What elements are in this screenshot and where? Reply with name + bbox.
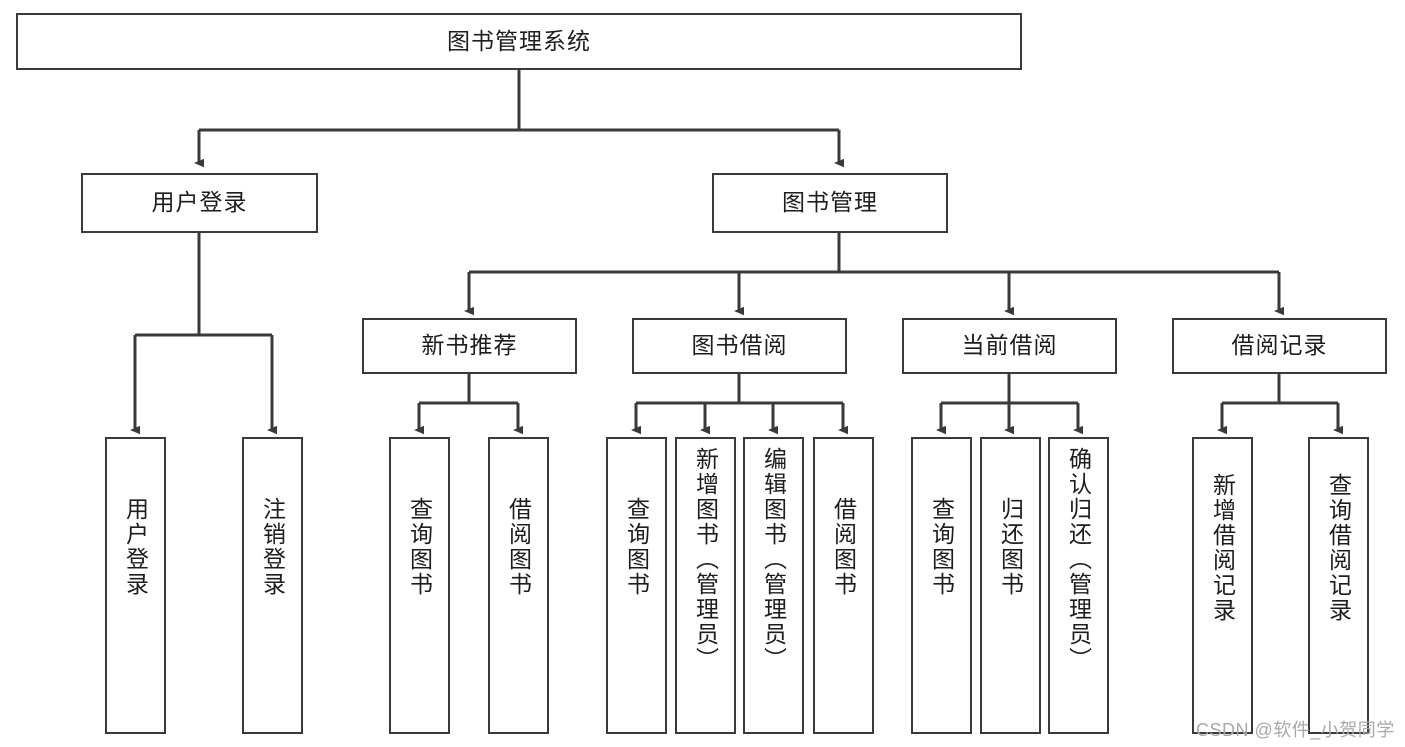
leaf-add-borrow-record[interactable]: 新增借阅记录 <box>1192 437 1253 734</box>
node-label: 新增图书（管理员） <box>692 447 719 672</box>
leaf-add-book-admin[interactable]: 新增图书（管理员） <box>675 437 736 734</box>
leaf-edit-book-admin[interactable]: 编辑图书（管理员） <box>743 437 804 734</box>
node-label: 图书管理 <box>782 189 878 216</box>
node-label: 借阅记录 <box>1231 332 1328 359</box>
node-label: 新增借阅记录 <box>1209 473 1236 623</box>
node-book-borrow[interactable]: 图书借阅 <box>632 318 847 374</box>
leaf-query-book-current[interactable]: 查询图书 <box>911 437 972 734</box>
csdn-watermark: CSDN @软件_小贺同学 <box>1196 720 1395 740</box>
node-root-book-management-system[interactable]: 图书管理系统 <box>16 13 1022 70</box>
node-label: 图书借阅 <box>691 332 788 359</box>
leaf-borrow-book-recommend[interactable]: 借阅图书 <box>488 437 549 734</box>
node-label: 用户登录 <box>122 497 149 597</box>
node-label: 查询图书 <box>928 497 955 597</box>
node-label: 用户登录 <box>151 189 248 216</box>
leaf-logout-login[interactable]: 注销登录 <box>242 437 303 734</box>
node-borrow-record[interactable]: 借阅记录 <box>1172 318 1387 374</box>
node-label: 查询图书 <box>623 497 650 597</box>
node-label: 图书管理系统 <box>447 27 591 54</box>
node-label: 查询借阅记录 <box>1325 473 1352 623</box>
node-label: 查询图书 <box>406 497 433 597</box>
leaf-confirm-return-admin[interactable]: 确认归还（管理员） <box>1048 437 1109 734</box>
leaf-query-borrow-record[interactable]: 查询借阅记录 <box>1308 437 1369 734</box>
node-label: 确认归还（管理员） <box>1065 447 1092 672</box>
node-label: 编辑图书（管理员） <box>760 447 787 672</box>
leaf-return-book[interactable]: 归还图书 <box>980 437 1041 734</box>
leaf-borrow-book-borrow[interactable]: 借阅图书 <box>813 437 874 734</box>
node-label: 注销登录 <box>259 497 286 597</box>
node-label: 新书推荐 <box>421 332 518 359</box>
node-label: 当前借阅 <box>961 332 1058 359</box>
node-user-login[interactable]: 用户登录 <box>81 173 318 233</box>
node-label: 归还图书 <box>997 497 1024 597</box>
node-current-borrow[interactable]: 当前借阅 <box>902 318 1117 374</box>
node-label: 借阅图书 <box>505 497 532 597</box>
leaf-query-book-borrow[interactable]: 查询图书 <box>606 437 667 734</box>
leaf-user-login[interactable]: 用户登录 <box>105 437 166 734</box>
node-label: 借阅图书 <box>830 497 857 597</box>
leaf-query-book-recommend[interactable]: 查询图书 <box>389 437 450 734</box>
node-book-management[interactable]: 图书管理 <box>712 173 948 233</box>
node-new-book-recommend[interactable]: 新书推荐 <box>362 318 577 374</box>
